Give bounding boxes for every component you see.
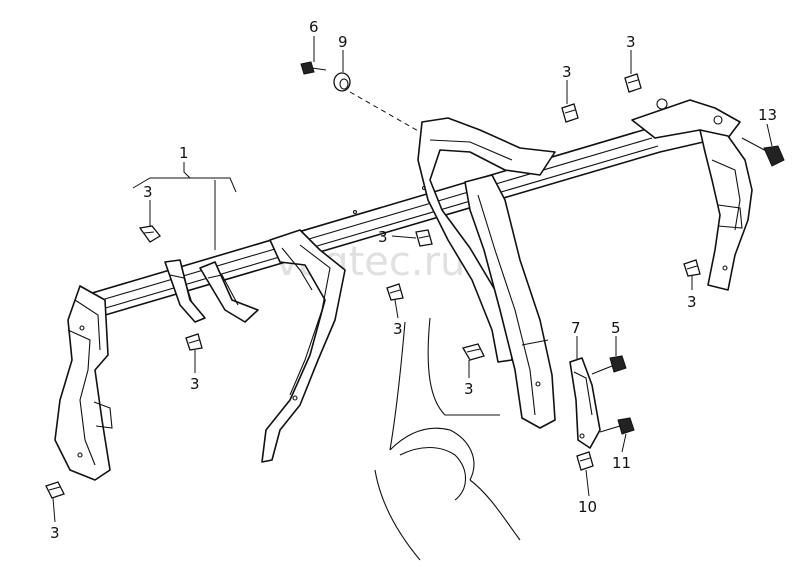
callout-1: 1 [179,144,189,162]
callout-3-e: 3 [393,320,403,338]
clip-3-h [462,343,485,361]
clip-10 [576,451,594,471]
bolt-13 [741,137,785,167]
callout-5: 5 [611,319,621,337]
right-side-bracket [699,129,753,291]
vehicle-floor-outline [374,317,521,561]
center-console-bracket [417,117,556,429]
steering-column-support [261,229,346,463]
clip-3-b [561,103,579,123]
clip-3-c [624,73,642,93]
clip-3-g [185,333,203,351]
callout-3-c: 3 [626,33,636,51]
callout-6: 6 [309,18,319,36]
callout-3-h: 3 [464,380,474,398]
callout-9: 9 [338,33,348,51]
bolt-5 [591,355,627,375]
callout-11: 11 [612,454,631,472]
bolt-11 [599,417,635,435]
clip-3-i [45,481,65,499]
left-side-bracket [54,285,113,481]
bracket-7 [569,357,601,449]
callout-3-b: 3 [562,63,572,81]
clip-3-e [386,283,404,301]
callout-3-f: 3 [687,293,697,311]
callout-3-i: 3 [50,524,60,542]
callout-13: 13 [758,106,777,124]
callout-3-d: 3 [378,228,388,246]
callout-7: 7 [571,319,581,337]
callout-10: 10 [578,498,597,516]
clip-3-a [138,225,161,243]
clip-3-f [683,259,701,277]
center-support-struts [164,259,259,323]
leader-lines [52,36,773,523]
grommet-9 [333,72,351,92]
callout-3-a: 3 [143,183,153,201]
assembly-guide-line [349,91,421,133]
clip-3-d [415,229,433,247]
bolt-6 [300,61,327,75]
callout-labels: 1 3 6 9 3 3 13 3 3 3 3 7 5 3 11 10 3 [50,18,777,542]
callout-3-g: 3 [190,375,200,393]
